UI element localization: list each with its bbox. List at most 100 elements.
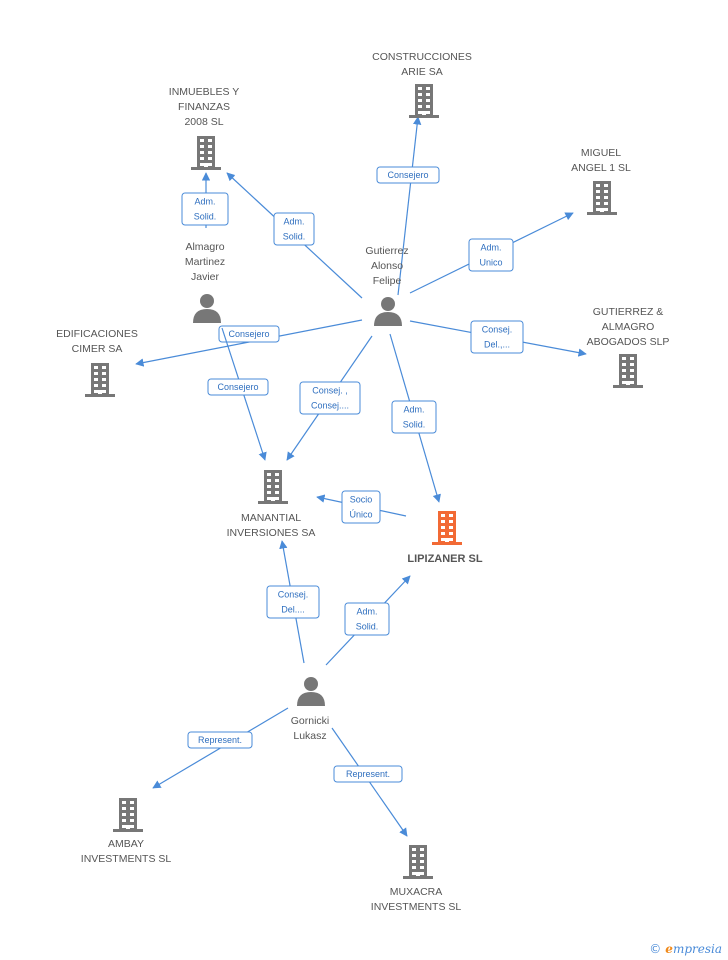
node-muxacra[interactable]: MUXACRA INVESTMENTS SL — [371, 845, 462, 913]
edge-label-text: Único — [349, 510, 372, 520]
node-ambay[interactable]: AMBAY INVESTMENTS SL — [81, 798, 172, 865]
edge-label-text: Represent. — [198, 735, 242, 745]
building-icon — [409, 84, 439, 118]
node-label: FINANZAS — [178, 101, 230, 113]
edge-label-text: Consej. — [482, 325, 513, 335]
copyright-icon: © — [649, 942, 662, 956]
edge-label-box[interactable] — [391, 400, 437, 434]
edge-label-text: Represent. — [346, 769, 390, 779]
node-label: CONSTRUCCIONES — [372, 51, 472, 63]
edge-label-box[interactable] — [470, 320, 524, 354]
edge-label-box[interactable] — [207, 378, 269, 396]
edge-gornicki-to-lipizaner: Adm. Solid. — [325, 575, 411, 666]
node-gutierrez_almagro[interactable]: GUTIERREZ & ALMAGRO ABOGADOS SLP — [587, 306, 670, 388]
edge-almagro-to-inmuebles: Adm.Solid. — [181, 172, 229, 228]
edge-label-box[interactable] — [376, 166, 440, 184]
node-label: EDIFICACIONES — [56, 328, 138, 340]
node-label: ANGEL 1 SL — [571, 162, 631, 174]
node-miguel[interactable]: MIGUEL ANGEL 1 SL — [571, 147, 631, 215]
edge-gutierrez-to-manantial: Consej. , Consej.... — [286, 335, 373, 461]
node-label: Alonso — [371, 260, 403, 272]
node-label: ARIE SA — [401, 66, 442, 78]
edge-label-text: Adm. — [194, 197, 215, 207]
edge-label-text: Adm. — [356, 607, 377, 617]
edge-label-text: Solid. — [403, 420, 426, 430]
node-label: Gutierrez — [365, 245, 408, 257]
node-label: INVESTMENTS SL — [81, 853, 172, 865]
edge-gornicki-to-muxacra: Represent. — [331, 727, 408, 837]
edge-gutierrez-to-inmuebles: Adm. Solid. — [226, 172, 363, 299]
edge-label-text: Consejero — [228, 329, 269, 339]
edge-label-text: Del.... — [281, 605, 305, 615]
edge-label-box[interactable] — [187, 731, 253, 749]
edge-gutierrez-to-gutierrez_almagro: Consej. Del.,... — [409, 320, 587, 357]
edge-gutierrez-to-lipizaner: Adm. Solid. — [389, 333, 441, 503]
edge-label-box[interactable] — [468, 238, 514, 272]
edge-label-box[interactable] — [266, 585, 320, 619]
edge-gutierrez-to-construcciones: Consejero — [376, 116, 440, 296]
edge-label-text: Adm. — [403, 405, 424, 415]
edge-label-text: Adm. — [283, 217, 304, 227]
node-label: 2008 SL — [184, 116, 223, 128]
node-inmuebles[interactable]: INMUEBLES Y FINANZAS 2008 SL — [169, 86, 239, 170]
edge-label-text: Consej.... — [311, 401, 349, 411]
edge-label-box[interactable] — [299, 381, 361, 415]
node-label: INVERSIONES SA — [227, 527, 316, 539]
person-icon — [193, 294, 221, 323]
building-icon — [432, 511, 462, 545]
building-icon — [191, 136, 221, 170]
building-icon — [85, 363, 115, 397]
edge-label-box[interactable] — [181, 192, 229, 226]
edge-label-text: Consejero — [217, 382, 258, 392]
empresia-logo: ©empresia — [649, 942, 722, 956]
edge-label-box[interactable] — [333, 765, 403, 783]
node-construcciones[interactable]: CONSTRUCCIONES ARIE SA — [372, 51, 472, 118]
building-icon — [403, 845, 433, 879]
node-label: LIPIZANER SL — [407, 553, 482, 565]
building-icon — [613, 354, 643, 388]
node-label: Javier — [191, 271, 220, 283]
edge-label-text: Consej. , — [312, 386, 348, 396]
edge-label-box[interactable] — [218, 325, 280, 343]
node-edificaciones[interactable]: EDIFICACIONES CIMER SA — [56, 328, 138, 397]
node-label: ABOGADOS SLP — [587, 336, 670, 348]
node-label: GUTIERREZ & — [593, 306, 664, 318]
person-icon — [374, 297, 402, 326]
edge-label-text: Solid. — [283, 232, 306, 242]
node-label: ALMAGRO — [602, 321, 655, 333]
edge-gornicki-to-ambay: Represent. — [152, 707, 289, 789]
node-label: MANANTIAL — [241, 512, 301, 524]
edge-almagro-to-manantial: Consejero — [207, 327, 269, 461]
node-manantial[interactable]: MANANTIAL INVERSIONES SA — [227, 470, 316, 539]
node-label: Martinez — [185, 256, 225, 268]
edge-label-text: Del.,... — [484, 340, 510, 350]
edge-gutierrez-to-edificaciones: Consejero — [135, 319, 363, 367]
node-label: Felipe — [373, 275, 402, 287]
edge-label-text: Socio — [350, 495, 373, 505]
edge-line — [397, 116, 422, 296]
node-label: INVESTMENTS SL — [371, 901, 462, 913]
node-label: MIGUEL — [581, 147, 621, 159]
node-label: Gornicki — [291, 715, 330, 727]
edge-label-text: Solid. — [356, 622, 379, 632]
node-label: AMBAY — [108, 838, 144, 850]
building-icon — [258, 470, 288, 504]
edge-label-text: Unico — [479, 258, 502, 268]
node-label: INMUEBLES Y — [169, 86, 239, 98]
person-icon — [297, 677, 325, 706]
node-label: MUXACRA — [390, 886, 443, 898]
edge-label-box[interactable] — [344, 602, 390, 636]
building-icon — [113, 798, 143, 832]
edge-label-box[interactable] — [273, 212, 315, 246]
edge-label-text: Consejero — [387, 170, 428, 180]
node-label: CIMER SA — [72, 343, 123, 355]
edge-label-box[interactable] — [341, 490, 381, 524]
edge-gornicki-to-manantial: Consej.Del.... — [266, 540, 320, 664]
node-lipizaner[interactable]: LIPIZANER SL — [407, 511, 483, 565]
building-icon — [587, 181, 617, 215]
